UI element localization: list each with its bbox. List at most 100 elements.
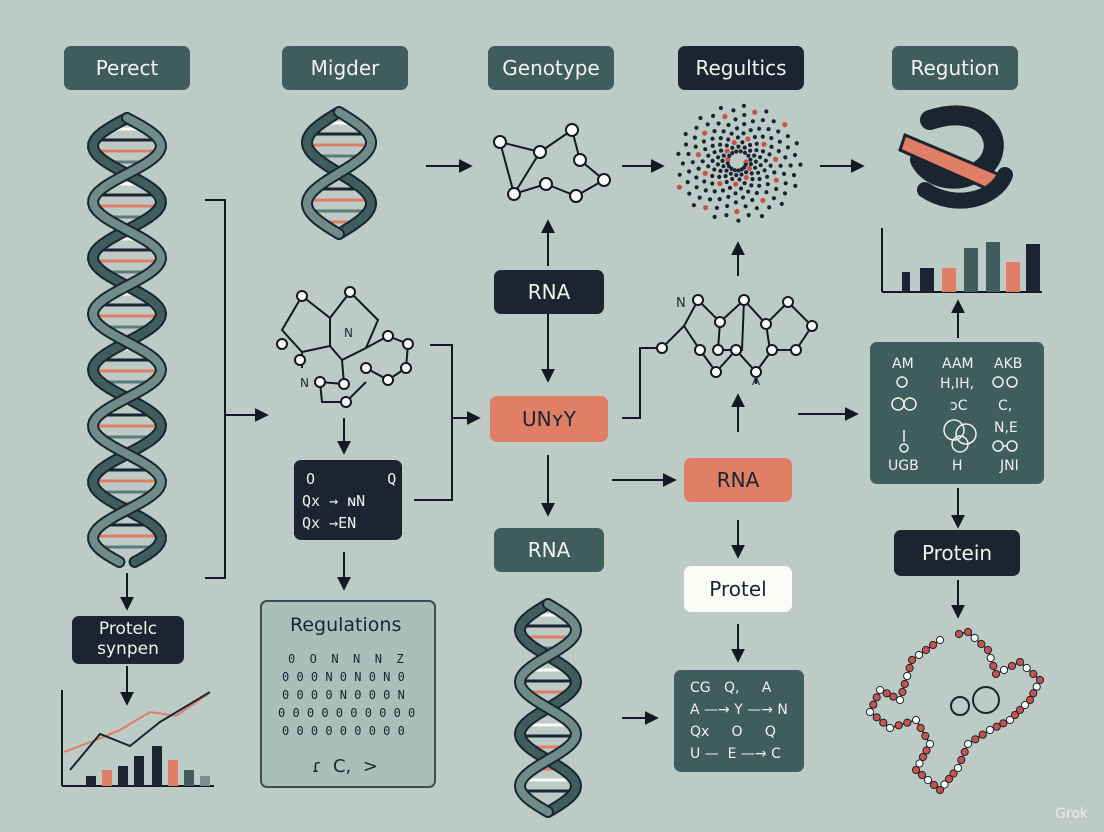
reaction-line: U — E —→ C xyxy=(690,746,781,762)
spiral-glyph xyxy=(769,136,774,141)
spiral-glyph xyxy=(752,109,758,115)
regulations-title: Regulations xyxy=(290,614,402,636)
chain-bead xyxy=(1025,695,1035,705)
spiral-glyph xyxy=(726,164,732,169)
spiral-glyph xyxy=(746,165,753,172)
header-regution: Regution xyxy=(892,46,1018,90)
spiral-glyph xyxy=(753,165,758,170)
chain-bead xyxy=(999,665,1009,675)
spiral-glyph xyxy=(792,152,798,158)
chain-bead xyxy=(1029,669,1038,679)
chain-bead xyxy=(992,722,1001,731)
spiral-glyph xyxy=(771,119,776,124)
spiral-glyph xyxy=(736,144,741,149)
chain-ring xyxy=(972,686,1000,714)
spiral-glyph xyxy=(716,121,721,126)
spiral-glyph xyxy=(794,141,799,146)
spiral-glyph xyxy=(756,170,761,175)
spiral-glyph xyxy=(734,149,739,154)
reaction-line: Qx O Q xyxy=(690,724,776,740)
spiral-glyph xyxy=(754,190,759,196)
spiral-glyph xyxy=(700,159,705,164)
spiral-glyph xyxy=(740,140,745,145)
chain-bead xyxy=(914,650,924,660)
rna-label-right: RNA xyxy=(684,458,792,502)
spiral-glyph xyxy=(746,213,751,218)
spiral-glyph xyxy=(728,171,734,176)
spiral-glyph xyxy=(750,177,755,182)
spiral-glyph xyxy=(726,137,731,142)
spiral-glyph xyxy=(733,117,738,122)
chain-bead xyxy=(991,669,1001,679)
spiral-glyph xyxy=(710,173,715,179)
spiral-glyph xyxy=(718,136,723,141)
spiral-glyph xyxy=(724,213,729,218)
spiral-glyph xyxy=(725,160,730,166)
spiral-glyph xyxy=(748,142,753,148)
spiral-glyph xyxy=(785,134,791,139)
chain-bead xyxy=(953,763,963,773)
spiral-glyph xyxy=(798,162,803,167)
spiral-glyph xyxy=(760,134,765,139)
connectors xyxy=(120,159,965,725)
spiral-glyph xyxy=(720,188,726,193)
spiral-glyph xyxy=(715,162,721,167)
spiral-glyph xyxy=(721,164,726,169)
chain-bead xyxy=(1015,705,1025,715)
spiral-glyph xyxy=(769,144,774,149)
spiral-glyph xyxy=(687,191,692,196)
spiral-glyph xyxy=(710,181,715,186)
protelc-synpen-label: Protelc synpen xyxy=(72,616,184,664)
chain-bead xyxy=(911,765,921,775)
spiral-glyph xyxy=(753,159,759,164)
spiral-glyph xyxy=(782,191,788,196)
spiral-glyph xyxy=(710,143,715,148)
spiral-glyph xyxy=(702,179,707,184)
chain-bead xyxy=(865,707,875,717)
spiral-glyph xyxy=(761,141,767,147)
right-mini-chart xyxy=(881,228,1042,293)
spiral-glyph xyxy=(703,205,709,211)
regulations-glyph-row: 0 0 0 0 N 0 0 0 N xyxy=(282,688,405,702)
spiral-glyph xyxy=(754,206,760,211)
chain-bead xyxy=(903,671,912,681)
spiral-glyph xyxy=(691,203,697,208)
chain-bead xyxy=(900,679,909,689)
spiral-glyph xyxy=(776,149,781,154)
chem-cell: H,IH, xyxy=(940,376,975,392)
spiral-glyph xyxy=(733,191,738,196)
chem-cell: H xyxy=(952,458,963,474)
spiral-glyph xyxy=(727,185,733,190)
chain-bead xyxy=(889,692,898,701)
spiral-glyph xyxy=(744,170,749,175)
header-perect: Perect xyxy=(64,46,190,90)
regulations-panel: Regulations 0 O N N N Z 0 0 0 N 0 N 0 N … xyxy=(260,600,436,788)
spiral-glyph xyxy=(757,183,762,188)
spiral-glyph xyxy=(727,153,732,158)
spiral-glyph xyxy=(695,152,702,158)
spiral-glyph xyxy=(722,113,728,120)
spiral-glyph xyxy=(757,126,762,131)
chain-bead xyxy=(935,785,945,795)
rna-label-top: RNA xyxy=(494,270,604,314)
spiral-glyph xyxy=(764,190,769,195)
spiral-glyph xyxy=(765,174,770,179)
spiral-glyph xyxy=(735,135,741,140)
reaction-line: Qx →EN xyxy=(302,514,357,532)
chain-bead xyxy=(885,723,895,733)
reaction-line: A —→ Y —→ N xyxy=(690,702,788,718)
spiral-glyph xyxy=(683,131,688,137)
spiral-glyph xyxy=(694,175,699,180)
spiral-glyph xyxy=(712,214,717,219)
spiral-glyph xyxy=(783,155,788,160)
spiral-glyph xyxy=(686,151,691,157)
regulations-glyph-row: 0 0 0 N 0 N 0 N 0 xyxy=(282,670,405,684)
spiral-glyph xyxy=(772,170,777,175)
spiral-glyph xyxy=(774,186,779,192)
spiral-glyph xyxy=(714,205,720,210)
chain-bead xyxy=(1010,710,1020,720)
chem-cell: AM xyxy=(892,356,914,372)
spiral-glyph xyxy=(702,130,708,136)
